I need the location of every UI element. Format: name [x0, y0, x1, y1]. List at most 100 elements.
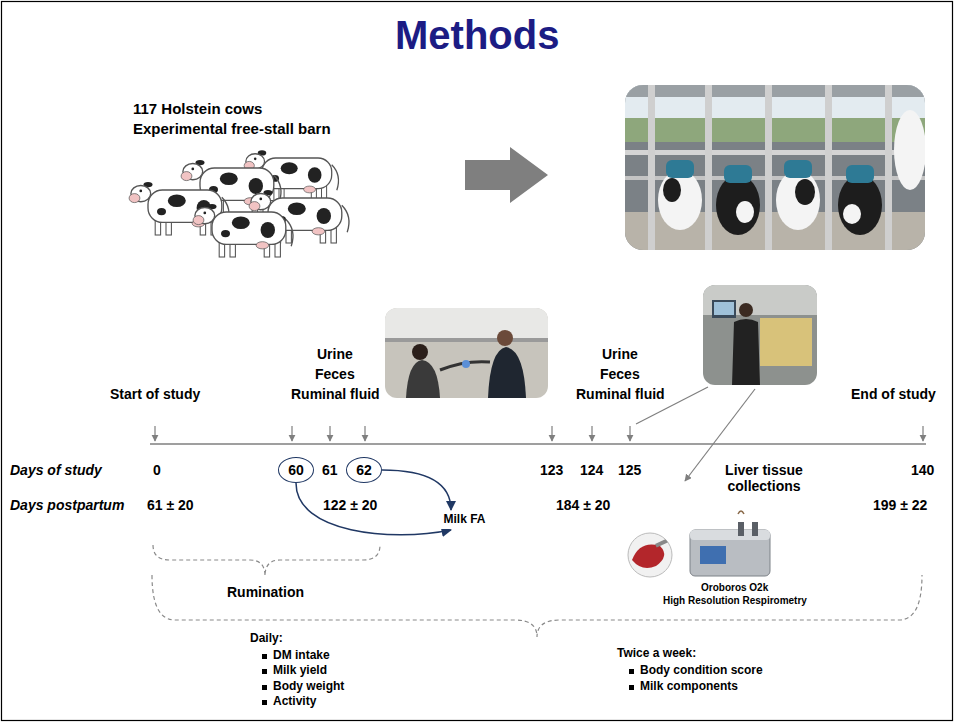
photo-monitor — [712, 300, 736, 318]
photo-cow — [716, 175, 760, 235]
photo-glove — [462, 360, 470, 368]
circled-day: 60 — [278, 457, 314, 483]
day-number: 123 — [540, 462, 563, 478]
photo-cow — [838, 175, 882, 235]
photo-post — [885, 85, 892, 250]
photo-cow — [894, 110, 925, 190]
bracket-label: Rumination — [227, 584, 304, 600]
liver-photo — [703, 285, 817, 385]
postpartum-value: 199 ± 22 — [873, 497, 927, 513]
bullet-marker — [262, 669, 267, 674]
list-heading: Daily: — [250, 632, 283, 646]
forceps — [655, 536, 673, 547]
bullet-marker — [629, 669, 634, 674]
day-number: 0 — [153, 462, 161, 478]
study-period-bracket — [152, 575, 922, 637]
photo-person-body — [406, 360, 440, 398]
day-number: 125 — [618, 462, 641, 478]
device-chamber — [738, 522, 744, 536]
bullet-marker — [262, 700, 267, 705]
syringe — [738, 511, 744, 514]
device-chamber — [752, 522, 758, 536]
photo-post — [705, 85, 712, 250]
rumination-bracket — [153, 545, 380, 576]
photo-post — [765, 85, 772, 250]
node-text: 62 — [356, 462, 372, 478]
photo-cow-cover — [724, 165, 752, 183]
node-text: Milk FA — [443, 513, 485, 527]
list-heading: Twice a week: — [617, 647, 696, 661]
milk-fa-target: Milk FA — [439, 511, 490, 529]
sample-label: Liver tissue collections — [709, 462, 819, 494]
tick-arrow — [291, 426, 292, 441]
sampling-photo — [385, 308, 548, 398]
barn-photo — [625, 85, 925, 250]
list-item: Activity — [273, 695, 316, 709]
sample-label: Urine — [602, 346, 638, 362]
edge-connector — [296, 483, 451, 535]
device-label: High Resolution Respirometry — [663, 595, 807, 607]
photo-person-head — [739, 303, 753, 317]
tick-arrow — [591, 426, 592, 441]
photo-cow — [663, 178, 681, 202]
milestone-label: Start of study — [110, 386, 200, 402]
sample-label: Feces — [315, 366, 355, 382]
day-number: 124 — [580, 462, 603, 478]
photo-post — [825, 85, 832, 250]
circled-day: 62 — [346, 457, 382, 483]
edge-connector — [382, 470, 451, 510]
list-item: Milk components — [640, 680, 738, 694]
axis-heading: Days of study — [10, 462, 102, 478]
bullet-marker — [262, 654, 267, 659]
photo-person-body — [488, 347, 526, 398]
photo-cow — [658, 170, 702, 230]
tissue-sample-image — [628, 533, 673, 577]
photo-cow — [843, 204, 861, 224]
photo-ground — [625, 85, 925, 250]
timeline-axis — [150, 443, 926, 445]
list-item: Body weight — [273, 680, 344, 694]
photo-rail — [385, 338, 548, 342]
photo-sky — [385, 308, 548, 342]
photo-person-head — [497, 330, 513, 346]
sample-label: Ruminal fluid — [576, 386, 665, 402]
tick-arrow — [329, 426, 330, 441]
postpartum-value: 122 ± 20 — [323, 497, 377, 513]
photo-trees — [625, 118, 925, 142]
sample-label: Feces — [600, 366, 640, 382]
postpartum-value: 61 ± 20 — [147, 497, 194, 513]
photo-ground — [385, 308, 548, 398]
tick-arrow — [154, 426, 155, 441]
herd-label: Experimental free-stall barn — [133, 120, 331, 137]
list-item: DM intake — [273, 649, 330, 663]
photo-rail — [625, 150, 925, 155]
tick-arrow — [922, 426, 923, 441]
page-title: Methods — [395, 12, 559, 58]
herd-label: 117 Holstein cows — [133, 100, 262, 117]
device-label: Oroboros O2k — [701, 582, 768, 594]
block-arrow — [465, 147, 548, 203]
photo-cow-cover — [846, 165, 874, 183]
axis-heading: Days postpartum — [10, 497, 124, 513]
tissue-piece — [632, 545, 664, 568]
tick-arrow — [551, 426, 552, 441]
photo-person-body — [732, 319, 760, 385]
photo-cow — [795, 179, 815, 205]
bullet-marker — [629, 685, 634, 690]
photo-cow-cover — [666, 160, 694, 178]
tick-arrow — [629, 426, 630, 441]
cow-figure — [193, 204, 293, 257]
photo-person-head — [412, 344, 428, 360]
photo-crate — [760, 318, 812, 366]
photo-cow-cover — [784, 160, 812, 178]
photo-roof — [625, 85, 925, 97]
photo-cow — [736, 201, 754, 223]
photo-ground — [703, 285, 817, 385]
milestone-label: End of study — [851, 386, 936, 402]
day-number: 140 — [911, 462, 934, 478]
list-item: Milk yield — [273, 664, 327, 678]
sample-label: Ruminal fluid — [291, 386, 380, 402]
